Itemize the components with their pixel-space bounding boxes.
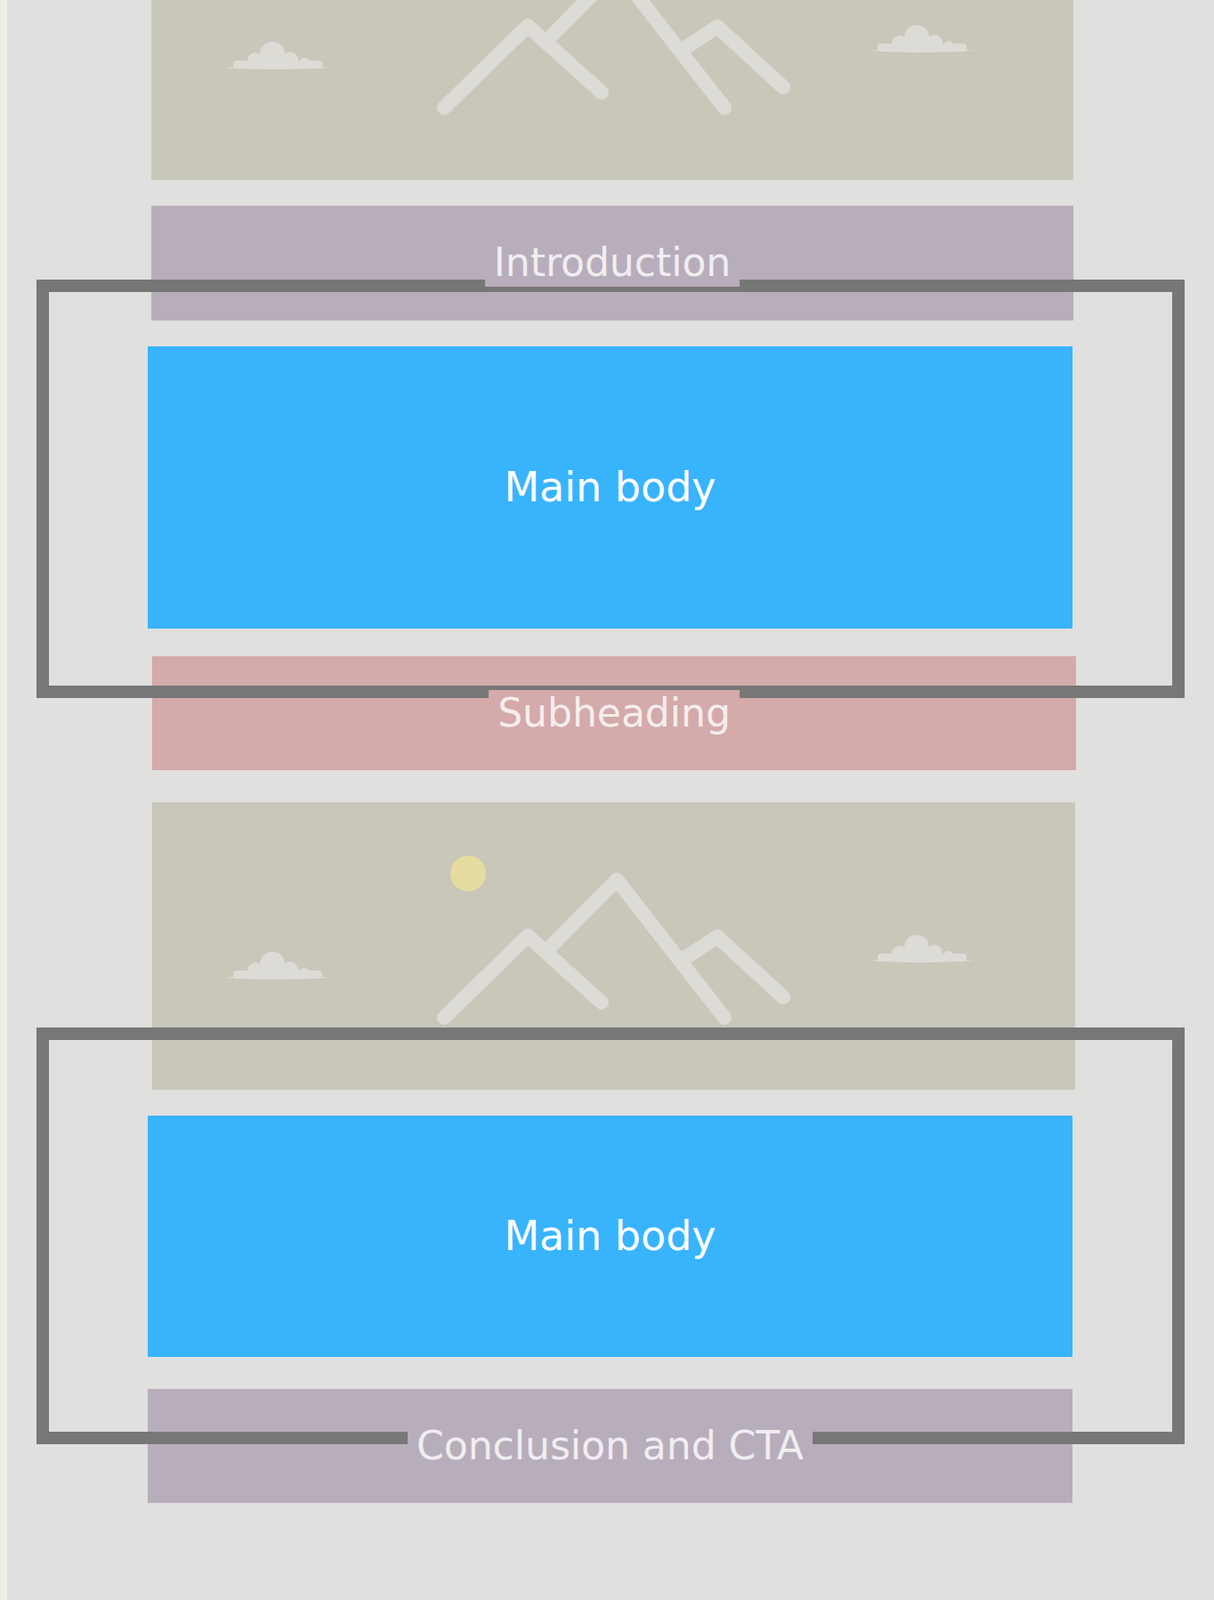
section-band: Subheading bbox=[152, 655, 1077, 770]
section-label: Subheading bbox=[488, 689, 740, 737]
image-placeholder bbox=[151, 0, 1074, 180]
section-label: Main body bbox=[494, 462, 725, 512]
main-body-box: Main body bbox=[147, 346, 1073, 629]
highlight-frame bbox=[42, 285, 1179, 692]
section-label: Conclusion and CTA bbox=[407, 1422, 813, 1470]
section-band: Conclusion and CTA bbox=[147, 1388, 1073, 1503]
main-body-box: Main body bbox=[147, 1115, 1073, 1357]
image-placeholder bbox=[152, 801, 1076, 1090]
left-strip bbox=[0, 0, 8, 1600]
section-band: Introduction bbox=[151, 205, 1074, 321]
highlight-frame bbox=[42, 1033, 1179, 1438]
section-label: Main body bbox=[494, 1211, 725, 1261]
section-label: Introduction bbox=[485, 239, 740, 287]
